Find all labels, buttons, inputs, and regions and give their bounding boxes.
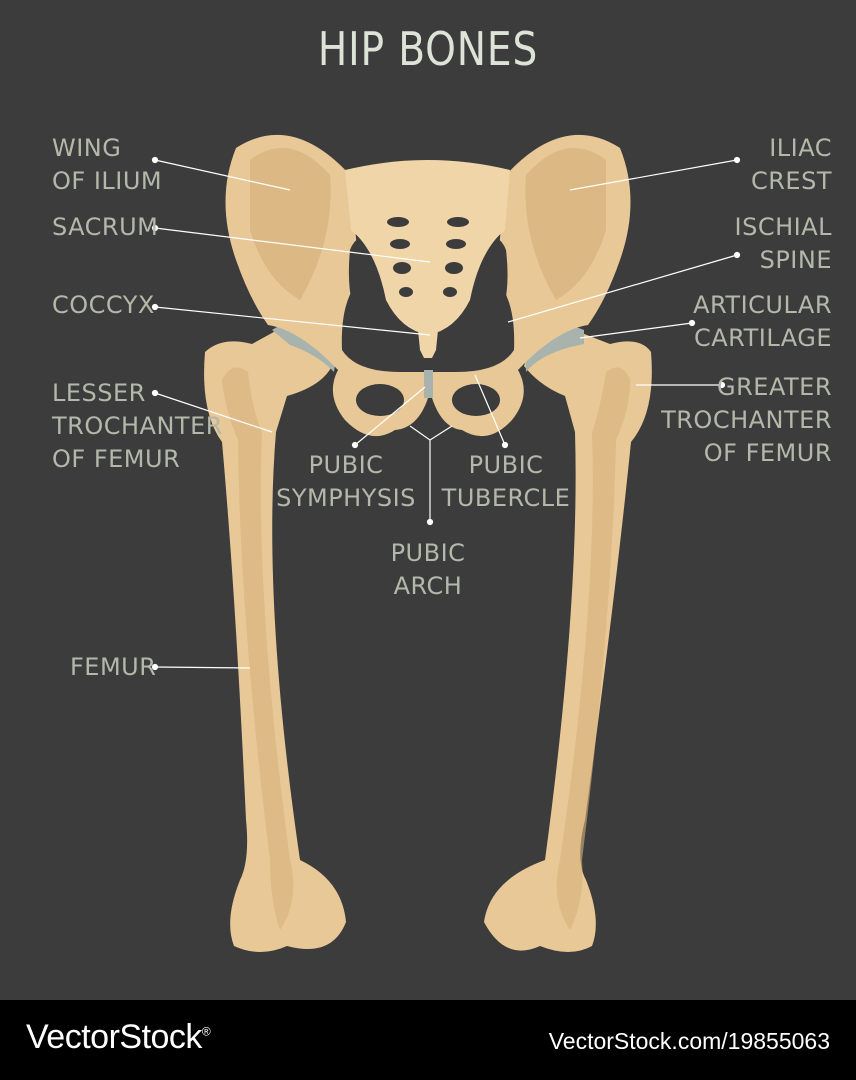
label-line: OF FEMUR bbox=[52, 445, 181, 473]
label-line: CARTILAGE bbox=[693, 324, 832, 352]
coccyx bbox=[418, 330, 438, 358]
image-url: VectorStock.com/19855063 bbox=[548, 1028, 830, 1054]
label-line: COCCYX bbox=[52, 291, 155, 319]
sacral-foramina bbox=[387, 217, 469, 297]
label-wing-of-ilium: WING OF ILIUM bbox=[52, 132, 162, 198]
label-greater-trochanter: GREATER TROCHANTER OF FEMUR bbox=[661, 371, 832, 470]
label-line: LESSER bbox=[52, 379, 146, 407]
brand-name: VectorStock bbox=[26, 1018, 202, 1056]
label-line: SPINE bbox=[759, 246, 832, 274]
label-pubic-symphysis: PUBIC SYMPHYSIS bbox=[276, 449, 416, 515]
leader-lines bbox=[151, 156, 741, 671]
label-ischial-spine: ISCHIAL SPINE bbox=[735, 211, 832, 277]
label-line: TUBERCLE bbox=[441, 484, 571, 512]
hip-bones-illustration bbox=[151, 134, 741, 952]
sacrum bbox=[345, 160, 510, 335]
label-articular-cartilage: ARTICULAR CARTILAGE bbox=[693, 289, 832, 355]
label-sacrum: SACRUM bbox=[52, 211, 158, 244]
left-obturator-foramen bbox=[356, 384, 404, 416]
label-line: ILIAC bbox=[769, 134, 832, 162]
label-line: SACRUM bbox=[52, 213, 159, 241]
right-ilium-shade bbox=[525, 148, 606, 300]
label-line: SYMPHYSIS bbox=[276, 484, 416, 512]
right-femur-shade bbox=[556, 367, 630, 930]
pubic-symphysis-cartilage bbox=[424, 370, 433, 398]
label-line: PUBIC bbox=[390, 539, 466, 567]
label-line: CREST bbox=[751, 167, 832, 195]
label-line: ARCH bbox=[393, 572, 463, 600]
registered-mark: ® bbox=[201, 1024, 211, 1039]
label-line: FEMUR bbox=[70, 653, 157, 681]
page-title: HIP BONES bbox=[317, 22, 539, 76]
label-line: ISCHIAL bbox=[734, 213, 832, 241]
label-pubic-tubercle: PUBIC TUBERCLE bbox=[442, 449, 571, 515]
label-line: TROCHANTER bbox=[661, 406, 832, 434]
left-femur-shade bbox=[222, 367, 294, 930]
brand-logo: VectorStock® bbox=[26, 1018, 211, 1057]
label-line: TROCHANTER bbox=[52, 412, 223, 440]
watermark-footer: VectorStock® VectorStock.com/19855063 bbox=[0, 1000, 856, 1080]
label-lesser-trochanter: LESSER TROCHANTER OF FEMUR bbox=[52, 377, 223, 476]
label-line: PUBIC bbox=[468, 451, 544, 479]
label-line: OF FEMUR bbox=[703, 439, 832, 467]
right-obturator-foramen bbox=[452, 384, 500, 416]
label-line: WING bbox=[52, 134, 122, 162]
label-femur: FEMUR bbox=[70, 651, 156, 684]
label-line: PUBIC bbox=[308, 451, 384, 479]
label-iliac-crest: ILIAC CREST bbox=[751, 132, 832, 198]
label-coccyx: COCCYX bbox=[52, 289, 155, 322]
label-line: GREATER bbox=[717, 373, 832, 401]
label-pubic-arch: PUBIC ARCH bbox=[391, 537, 466, 603]
label-line: ARTICULAR bbox=[693, 291, 832, 319]
label-line: OF ILIUM bbox=[52, 167, 163, 195]
